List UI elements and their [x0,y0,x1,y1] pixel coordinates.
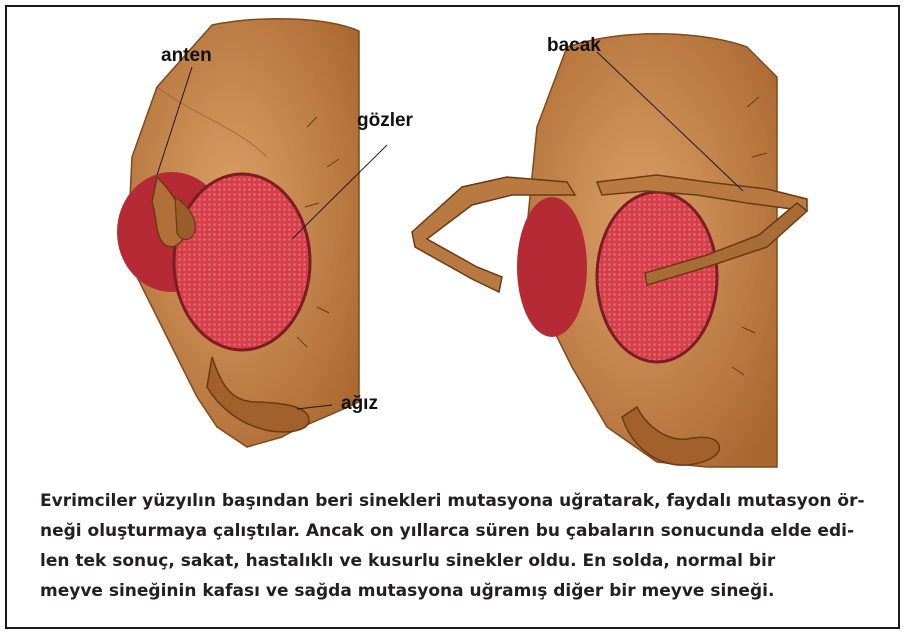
caption-line: Evrimciler yüzyılın başından beri sinekl… [40,486,885,516]
figure-frame: anten gözler ağız bacak Evrimciler yüzyı… [5,5,900,629]
caption-line: meyve sineğinin kafası ve sağda mutasyon… [40,576,885,606]
mutant-fly-head [412,34,807,467]
normal-fly-head [117,19,359,447]
label-anten: anten [161,45,212,67]
caption-line: len tek sonuç, sakat, hastalıklı ve kusu… [40,546,885,576]
label-agiz: ağız [341,393,378,415]
figure-caption: Evrimciler yüzyılın başından beri sinekl… [40,486,885,606]
label-bacak: bacak [547,35,601,57]
fly-heads-illustration [7,7,902,477]
caption-line: neği oluşturmaya çalıştılar. Ancak on yı… [40,516,885,546]
right-compound-eye-back [517,197,587,337]
left-compound-eye [174,174,310,350]
label-gozler: gözler [357,110,413,132]
